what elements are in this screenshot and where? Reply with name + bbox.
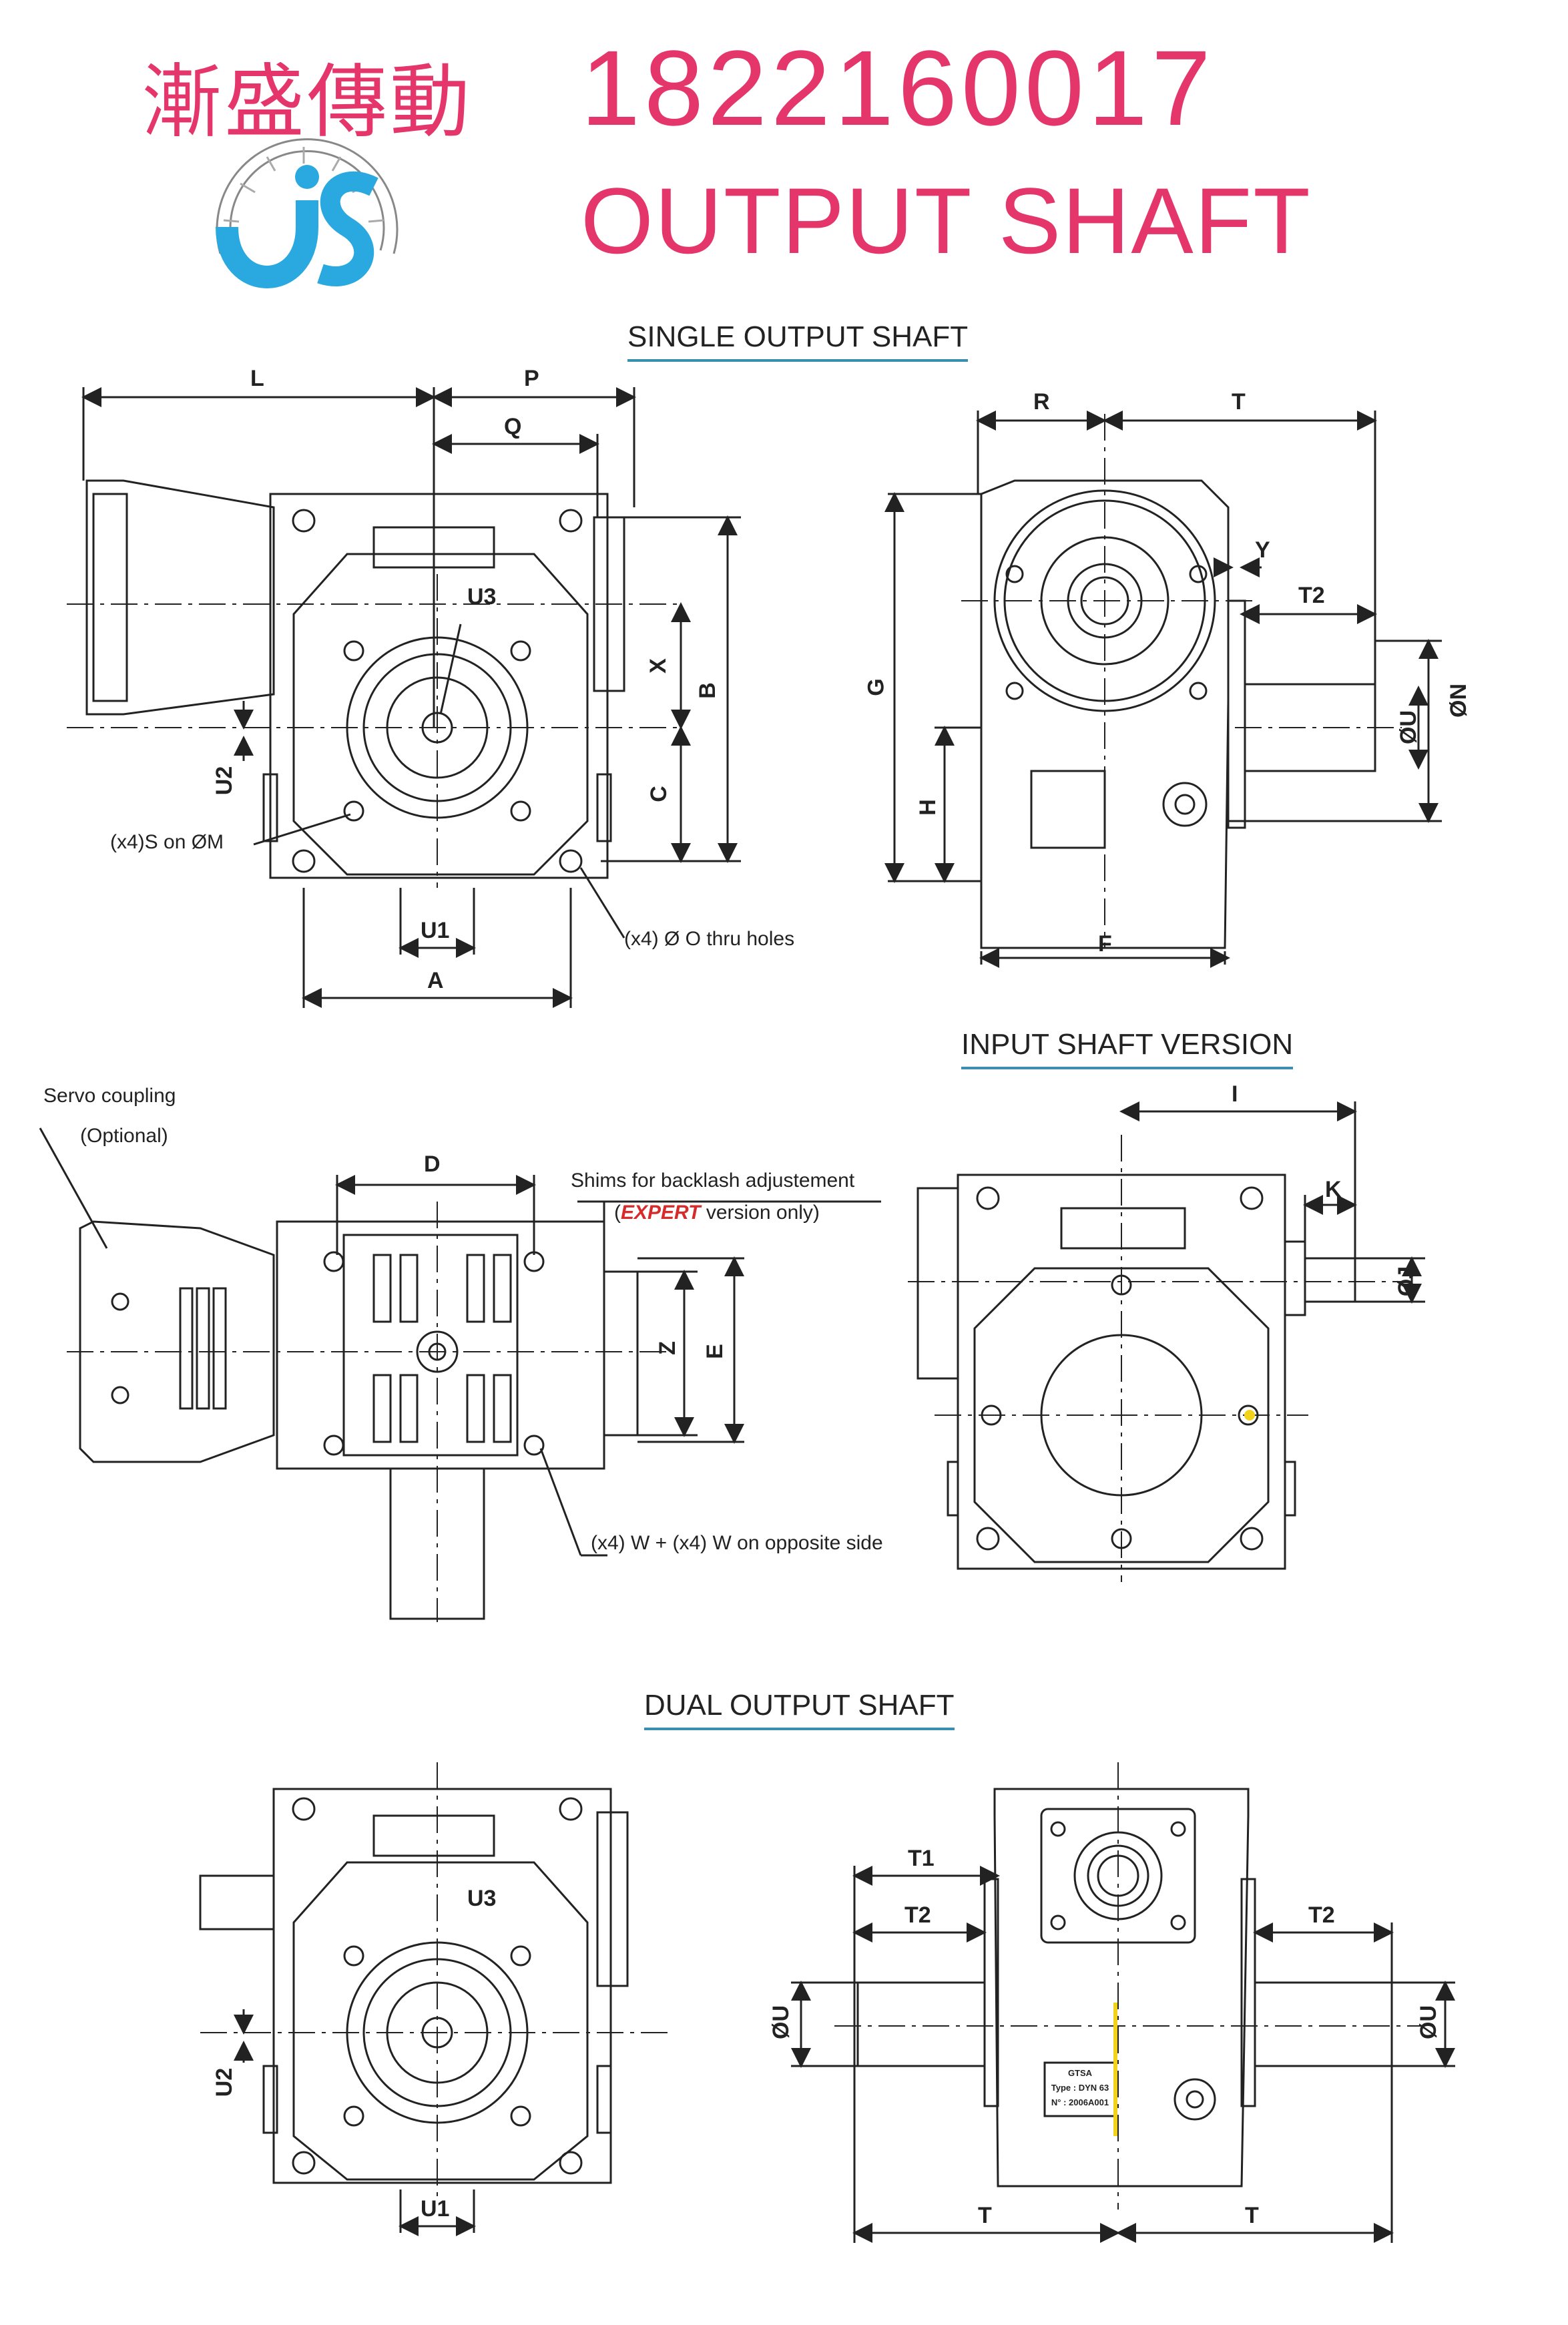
dim-U-right: ØU: [1416, 2005, 1441, 2039]
dim-A: A: [427, 968, 444, 993]
dim-U3-dual: U3: [467, 1886, 497, 1911]
single-side-view: [980, 479, 1376, 949]
single-front-view: [85, 479, 625, 879]
dim-U1-dual: U1: [421, 2196, 450, 2222]
dim-Y: Y: [1255, 537, 1270, 563]
dim-T2: T2: [1298, 583, 1325, 608]
phone-number: 1822160017: [581, 28, 1215, 148]
dim-K: K: [1325, 1177, 1342, 1202]
dual-front-view: [199, 1788, 629, 2184]
nameplate-brand: GTSA: [1067, 2068, 1093, 2078]
dim-T1: T1: [908, 1846, 935, 1871]
top-view-servo: [79, 1220, 639, 1620]
dim-J: ØJ: [1394, 1266, 1420, 1297]
note-s-on-m: (x4)S on ØM: [110, 831, 224, 853]
dual-side-view: [856, 1788, 1393, 2187]
section-title-single: SINGLE OUTPUT SHAFT: [627, 320, 969, 362]
company-logo: [216, 138, 399, 288]
dim-U2: U2: [212, 766, 238, 796]
note-o-thru-holes: (x4) Ø O thru holes: [624, 928, 795, 950]
section-title-dual: DUAL OUTPUT SHAFT: [644, 1689, 955, 1730]
page-title: OUTPUT SHAFT: [581, 168, 1312, 273]
section-title-input: INPUT SHAFT VERSION: [961, 1028, 1294, 1069]
dim-L: L: [250, 366, 264, 391]
company-name: 漸盛傳動: [142, 56, 473, 149]
dim-G: G: [863, 678, 889, 696]
dim-I: I: [1232, 1081, 1238, 1107]
dim-T2-left: T2: [904, 1902, 931, 1928]
dim-Z: Z: [654, 1341, 680, 1355]
note-w-holes: (x4) W + (x4) W on opposite side: [591, 1532, 883, 1554]
dim-X: X: [645, 658, 671, 674]
dim-U-left: ØU: [768, 2005, 794, 2039]
note-optional: (Optional): [80, 1125, 168, 1147]
dim-U: ØU: [1396, 710, 1421, 744]
dim-T-left: T: [978, 2203, 992, 2228]
dim-C: C: [645, 786, 672, 802]
dim-F: F: [1098, 931, 1112, 957]
dim-B: B: [694, 682, 720, 699]
dim-T-right: T: [1245, 2203, 1259, 2228]
nameplate-type: Type : DYN 63: [1051, 2083, 1109, 2093]
dim-D: D: [424, 1151, 441, 1177]
dim-E: E: [702, 1344, 728, 1359]
dim-U3: U3: [467, 584, 497, 609]
dim-R: R: [1033, 389, 1050, 415]
dim-H: H: [914, 799, 941, 816]
dim-U2-dual: U2: [212, 2067, 238, 2097]
input-shaft-view: [917, 1174, 1356, 1570]
dim-Q: Q: [504, 414, 522, 439]
note-expert: (EXPERT version only): [614, 1202, 820, 1224]
dim-U1: U1: [421, 918, 450, 943]
note-servo-coupling: Servo coupling: [43, 1085, 176, 1107]
dim-P: P: [524, 366, 539, 391]
note-shims: Shims for backlash adjustement: [571, 1170, 855, 1192]
nameplate-serial: N° : 2006A001: [1051, 2097, 1109, 2107]
dim-T: T: [1232, 389, 1246, 415]
dim-T2-right: T2: [1308, 1902, 1335, 1928]
dim-N: ØN: [1446, 684, 1471, 718]
nameplate: GTSA Type : DYN 63 N° : 2006A001: [1047, 2066, 1113, 2110]
